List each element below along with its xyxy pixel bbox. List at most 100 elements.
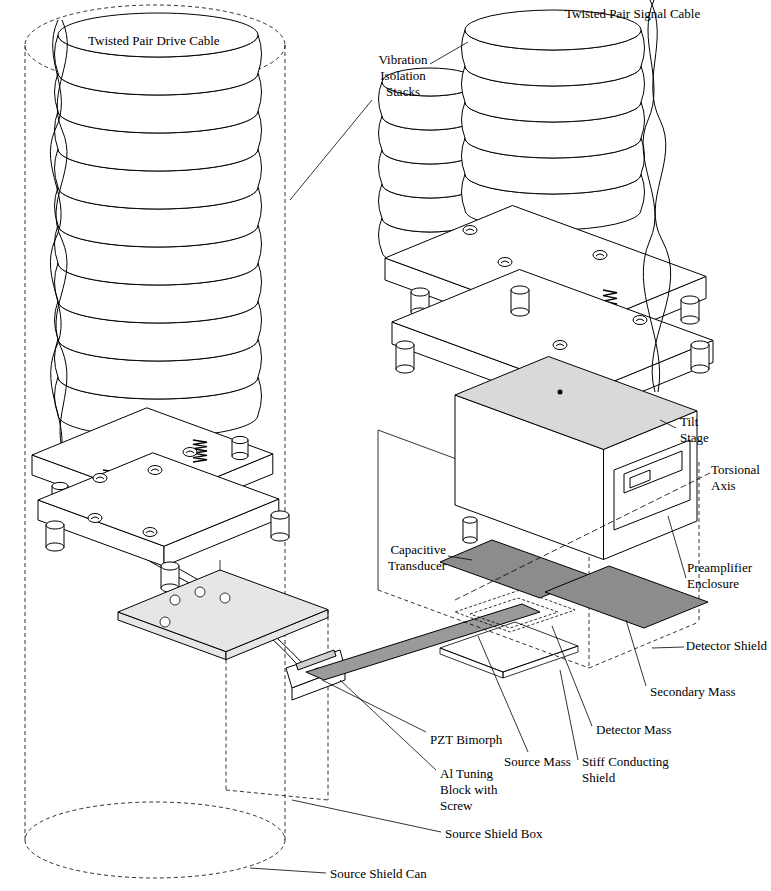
part-label: Tilt Stage bbox=[680, 414, 720, 446]
mount-hole bbox=[220, 593, 230, 603]
leader-line bbox=[340, 680, 436, 770]
set-screw bbox=[146, 531, 154, 533]
set-screw bbox=[556, 344, 564, 346]
set-screw bbox=[91, 517, 99, 519]
part-label: Torsional Axis bbox=[711, 462, 767, 494]
set-screw bbox=[183, 448, 197, 457]
leader-line bbox=[668, 516, 686, 578]
source-shield-box bbox=[226, 790, 328, 800]
source-foot bbox=[271, 533, 289, 541]
source-foot bbox=[46, 521, 64, 529]
source-foot bbox=[271, 511, 289, 519]
set-screw bbox=[498, 258, 512, 267]
part-label: Detector Mass bbox=[596, 722, 671, 738]
detector-foot bbox=[396, 365, 414, 373]
mount-hole bbox=[160, 617, 170, 627]
source-shield-box bbox=[328, 610, 329, 800]
source-peg bbox=[232, 436, 248, 443]
part-label: Preamplifier Enclosure bbox=[687, 560, 767, 592]
secondary-mass bbox=[545, 566, 708, 628]
source-shield-box bbox=[220, 560, 221, 570]
detector-peg bbox=[411, 288, 429, 296]
mount-hole bbox=[170, 595, 180, 605]
source-foot bbox=[46, 543, 64, 551]
leader-line bbox=[322, 680, 426, 732]
set-screw bbox=[143, 528, 157, 537]
leader-line bbox=[292, 800, 441, 832]
preamplifier-enclosure bbox=[624, 451, 682, 493]
part-label: Twisted Pair Drive Cable bbox=[88, 33, 220, 49]
cable-entry bbox=[558, 390, 563, 395]
set-screw bbox=[636, 319, 644, 321]
part-label: Secondary Mass bbox=[650, 684, 736, 700]
source-foot bbox=[161, 562, 179, 570]
source-isolation-stack bbox=[58, 13, 258, 57]
detector-shield bbox=[699, 462, 700, 622]
leader-line bbox=[652, 647, 684, 648]
part-label: Source Shield Can bbox=[330, 866, 427, 882]
part-label: Source Shield Box bbox=[445, 826, 543, 842]
set-screw bbox=[88, 514, 102, 523]
leader-line bbox=[660, 420, 676, 428]
detector-mass bbox=[470, 598, 558, 628]
part-label: Source Mass bbox=[504, 754, 571, 770]
source-shield-can bbox=[285, 45, 286, 840]
part-label: Twisted Pair Signal Cable bbox=[565, 6, 700, 22]
leader-line bbox=[290, 100, 372, 200]
transducer-post bbox=[463, 537, 477, 543]
part-label: Vibration Isolation Stacks bbox=[372, 52, 434, 100]
stiff-conducting-shield bbox=[440, 648, 503, 678]
detector-peg bbox=[511, 308, 529, 316]
set-screw bbox=[93, 474, 107, 483]
leader-line bbox=[448, 556, 472, 560]
part-label: Stiff Conducting Shield bbox=[582, 754, 682, 786]
detector-foot bbox=[691, 365, 709, 373]
detector-peg bbox=[681, 316, 699, 324]
preamplifier-enclosure bbox=[630, 470, 650, 488]
set-screw bbox=[596, 254, 604, 256]
source-mass bbox=[306, 604, 540, 680]
detector-enclosure bbox=[455, 357, 697, 450]
torsional-axis bbox=[455, 472, 712, 600]
set-screw bbox=[186, 451, 194, 453]
set-screw bbox=[148, 466, 162, 475]
part-label: Al Tuning Block with Screw bbox=[440, 766, 506, 814]
leader-line bbox=[250, 868, 326, 873]
source-shield-box bbox=[118, 570, 328, 652]
set-screw bbox=[466, 229, 474, 231]
source-shield-can bbox=[25, 802, 285, 878]
leader-line bbox=[560, 670, 578, 760]
leader-line bbox=[430, 42, 468, 64]
leader-line bbox=[552, 626, 592, 726]
part-label: Capacitive Transducer bbox=[368, 542, 446, 574]
preamplifier-enclosure bbox=[614, 440, 690, 530]
set-screw bbox=[96, 477, 104, 479]
detector-shield bbox=[378, 430, 379, 590]
set-screw bbox=[501, 261, 509, 263]
source-shield-box bbox=[226, 660, 227, 790]
set-screw bbox=[151, 469, 159, 471]
set-screw bbox=[593, 251, 607, 260]
source-base-plate bbox=[38, 453, 279, 546]
mount-hole bbox=[195, 587, 205, 597]
detector-peg bbox=[681, 296, 699, 304]
stiff-conducting-shield bbox=[440, 622, 578, 672]
set-screw bbox=[633, 316, 647, 325]
detector-foot bbox=[396, 341, 414, 349]
part-label: PZT Bimorph bbox=[430, 732, 502, 748]
twisted-pair-signal-cable bbox=[643, 0, 660, 392]
part-label: Detector Shield bbox=[686, 638, 767, 654]
detector-shield bbox=[589, 622, 699, 668]
detector-peg bbox=[511, 286, 529, 294]
set-screw bbox=[463, 226, 477, 235]
twisted-pair-drive-cable bbox=[50, 20, 300, 668]
detector-shield bbox=[378, 590, 589, 668]
leader-line bbox=[626, 620, 646, 686]
set-screw bbox=[553, 341, 567, 350]
transducer-post bbox=[463, 517, 477, 523]
source-shield-can bbox=[25, 45, 26, 840]
twisted-pair-drive-cable bbox=[56, 20, 304, 665]
detector-foot bbox=[691, 341, 709, 349]
source-peg bbox=[232, 452, 248, 459]
